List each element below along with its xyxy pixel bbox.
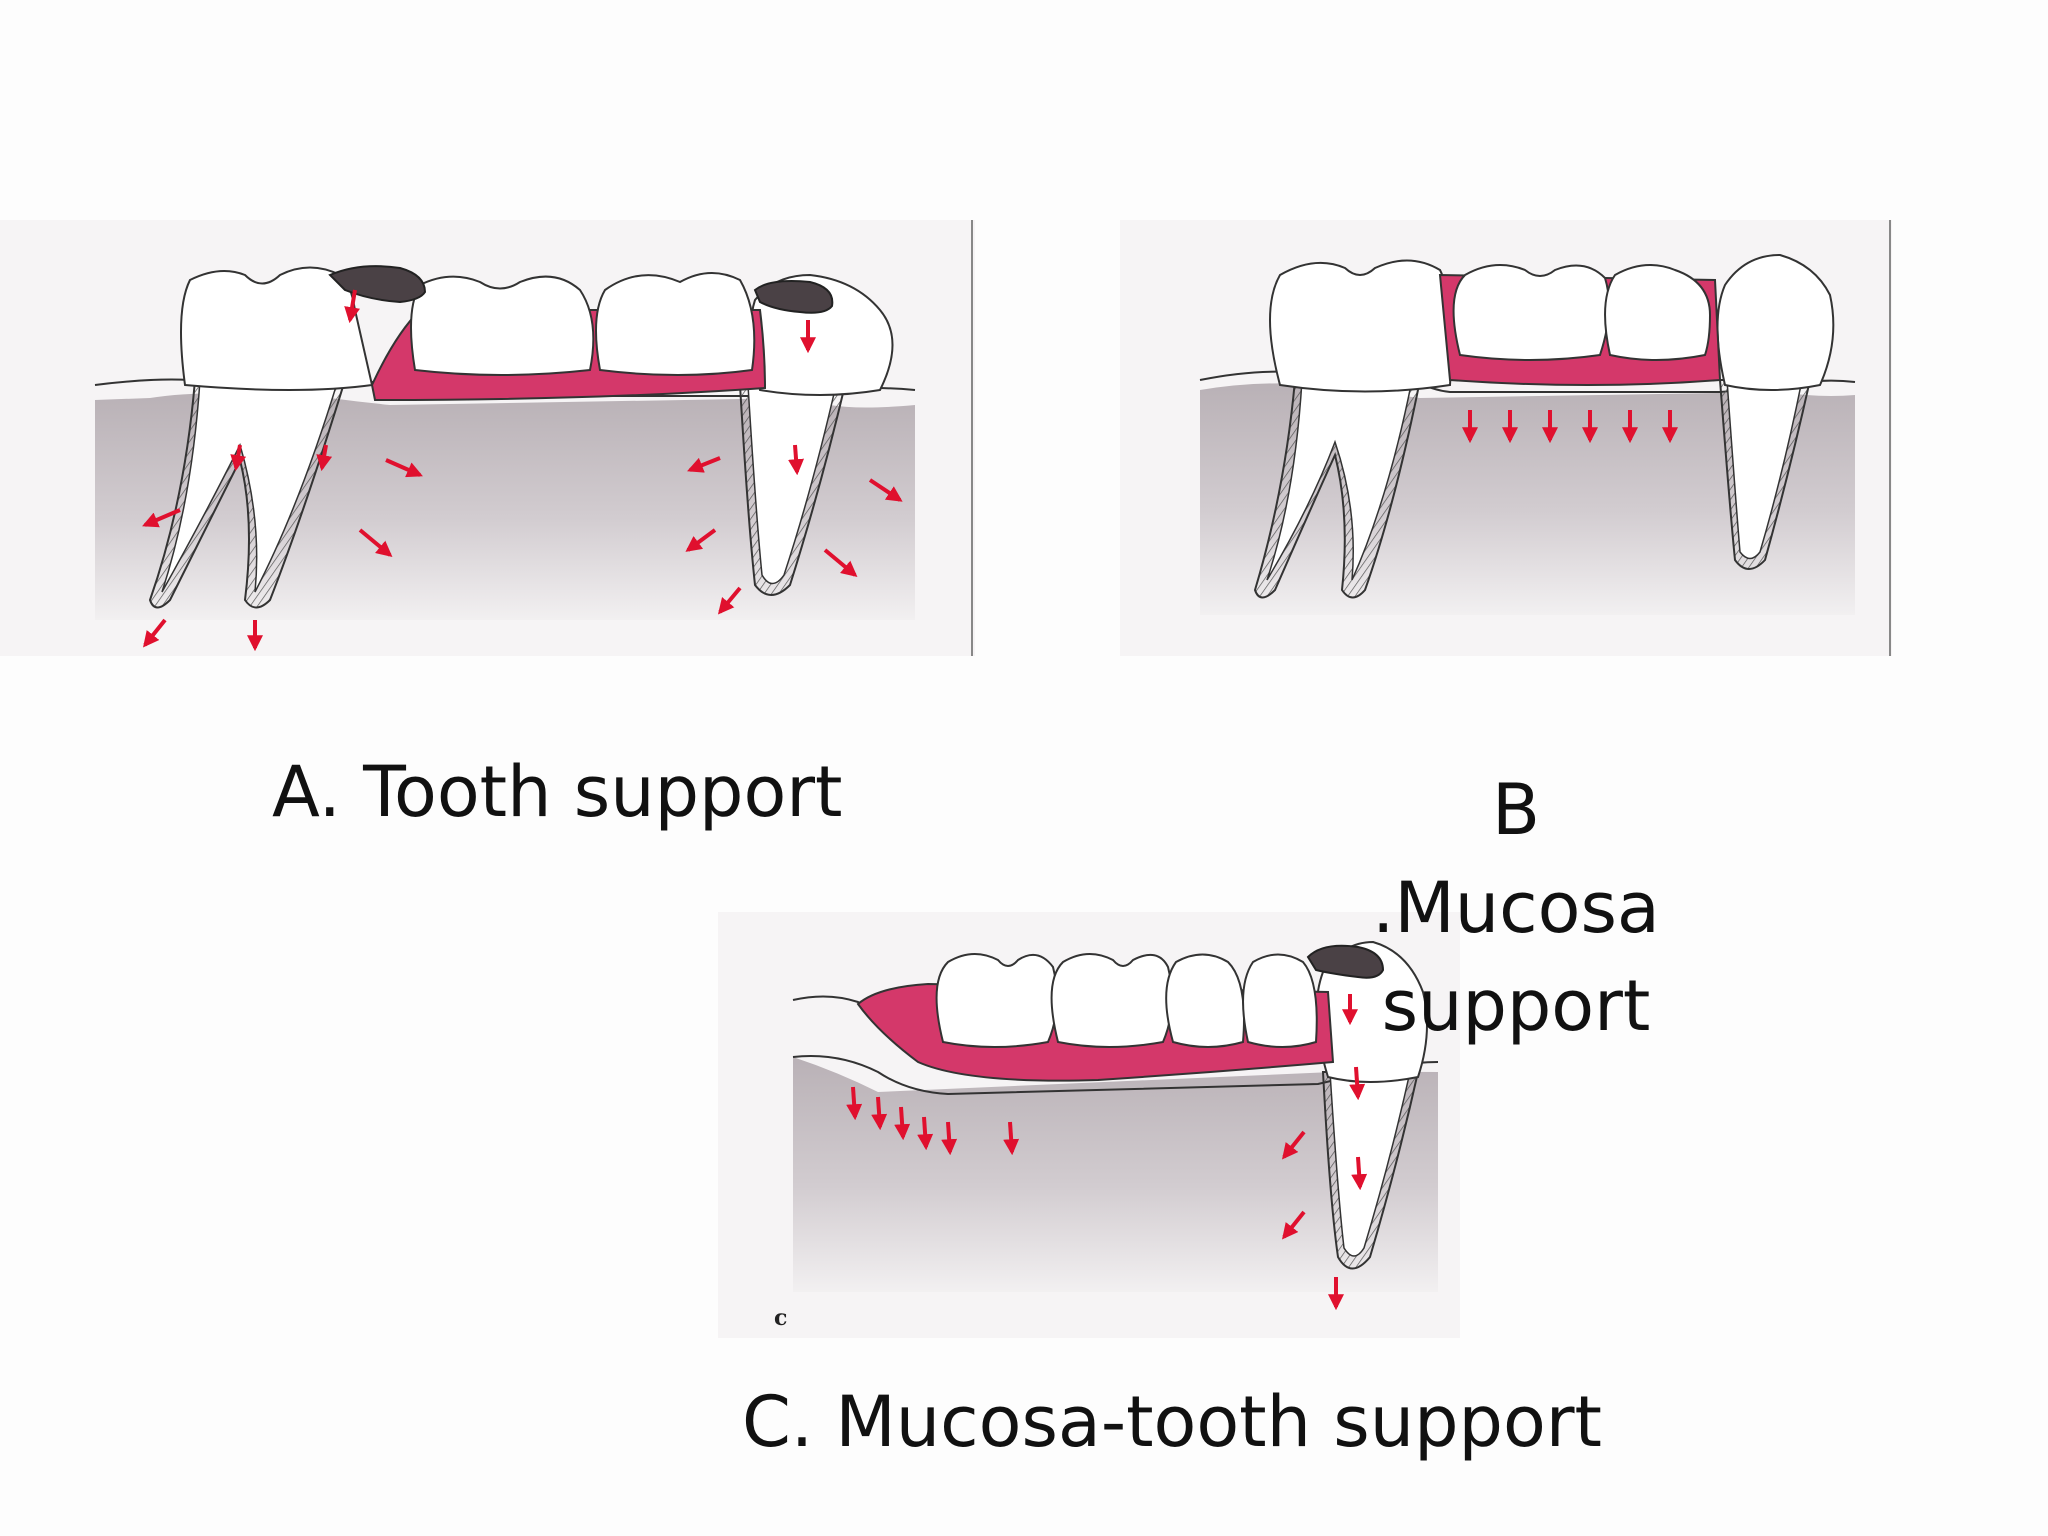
denture-tooth-2 xyxy=(1604,264,1712,361)
caption-mucosa-tooth-support: C. Mucosa-tooth support xyxy=(742,1381,1602,1463)
pontic-tooth-1 xyxy=(410,275,595,376)
right-premolar-root-core xyxy=(747,384,837,585)
caption-tooth-support: A. Tooth support xyxy=(272,751,843,833)
denture-tooth-3 xyxy=(1165,953,1245,1048)
diagram-tooth-support xyxy=(0,220,975,656)
left-abutment-crown xyxy=(180,266,374,391)
pontic-tooth-2 xyxy=(595,271,756,376)
right-premolar-root-core xyxy=(1726,379,1803,560)
force-arrows-a xyxy=(142,289,903,652)
occlusal-rest-right xyxy=(753,280,834,314)
force-arrows-b xyxy=(1462,410,1678,444)
denture-tooth-1 xyxy=(1452,264,1610,361)
panel-c-letter: c xyxy=(774,1305,787,1331)
left-molar-crown xyxy=(1269,259,1453,393)
occlusal-rest xyxy=(1306,944,1385,979)
denture-tooth-2 xyxy=(1050,953,1173,1048)
alveolar-bone xyxy=(793,1057,1438,1292)
left-molar-root-core xyxy=(1266,379,1413,581)
caption-mucosa-support: B .Mucosa support xyxy=(1372,769,1660,1047)
diagram-mucosa-tooth-support: c xyxy=(718,912,1460,1338)
denture-tooth-1 xyxy=(935,953,1058,1048)
diagram-mucosa-support xyxy=(1120,220,1892,656)
abutment-root-core xyxy=(1329,1071,1411,1257)
abutment-crown xyxy=(1315,940,1428,1083)
force-arrows-c xyxy=(846,994,1368,1311)
right-premolar-crown xyxy=(1716,253,1835,391)
denture-tooth-4 xyxy=(1242,953,1318,1048)
